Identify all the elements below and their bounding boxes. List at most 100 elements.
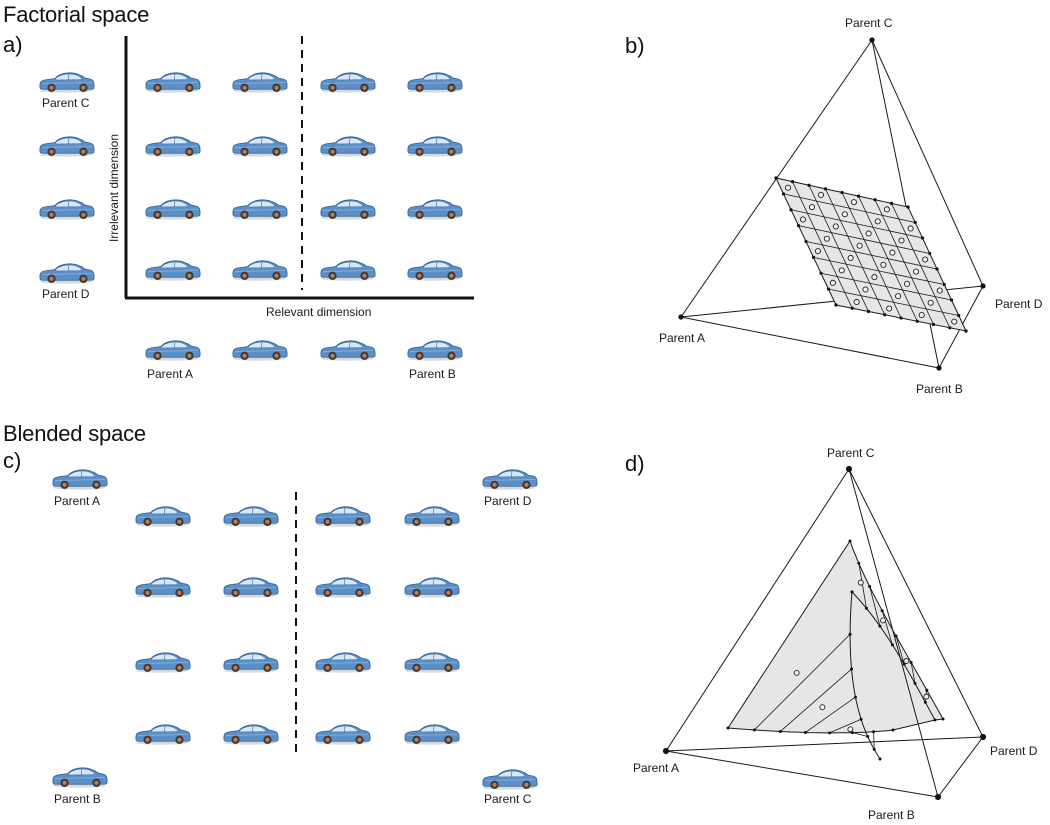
grid-node (853, 695, 857, 699)
x-axis-label: Relevant dimension (266, 305, 372, 319)
grid-node (790, 180, 795, 184)
grid-node (807, 183, 811, 187)
stimulus-point (907, 225, 914, 232)
grid-node (726, 726, 730, 730)
stimulus-point (903, 658, 910, 664)
grid-node (857, 561, 861, 565)
grid-line (891, 203, 951, 328)
parent-b-label: Parent B (54, 792, 101, 806)
grid-line (881, 610, 893, 646)
grid-node (872, 747, 876, 751)
tetra-edge (680, 316, 940, 369)
grid-node (866, 309, 871, 314)
stimulus-point (880, 261, 887, 268)
grid-node (899, 316, 903, 320)
stimulus-point (823, 235, 830, 242)
grid-node (880, 609, 884, 613)
parent-c-label: Parent C (42, 96, 90, 110)
panel-b-letter: b) (625, 33, 645, 58)
grid-line (828, 288, 959, 316)
grid-node (913, 681, 917, 685)
grid-line (780, 668, 852, 732)
grid-node (933, 718, 937, 722)
stimulus-point (880, 617, 886, 624)
grid-node (872, 730, 876, 734)
grid-node (856, 194, 861, 198)
parent-d-label: Parent D (990, 744, 1038, 758)
stimulus-point (847, 254, 854, 262)
tetra-edge (848, 468, 984, 738)
parent-c-label: Parent C (827, 446, 875, 460)
grid-node (891, 728, 895, 732)
grid-node (931, 322, 936, 327)
stimulus-point (847, 726, 854, 733)
parent-a-label: Parent A (54, 494, 101, 508)
grid-line (841, 192, 902, 319)
grid-node (848, 632, 852, 636)
grid-node (826, 287, 831, 291)
grid-node (873, 198, 877, 202)
grid-node (781, 192, 786, 196)
grid-node (866, 734, 870, 738)
grid-node (915, 319, 919, 323)
tetra-edge (937, 736, 984, 798)
grid-node (889, 201, 894, 205)
vertex-dot (936, 365, 942, 371)
tetra-edge (665, 468, 850, 752)
stimulus-point (853, 298, 860, 306)
stimulus-point (829, 279, 836, 286)
grid-node (935, 267, 939, 271)
grid-node (941, 717, 945, 721)
parent-b-label: Parent B (916, 382, 963, 396)
parent-b-label: Parent B (409, 367, 456, 381)
stimulus-point (918, 312, 925, 319)
grid-node (850, 306, 854, 310)
grid-node (823, 187, 828, 191)
parent-d-label: Parent D (995, 297, 1043, 311)
stimulus-point (819, 704, 826, 711)
vertex-dot (980, 283, 986, 289)
stimulus-point (913, 268, 920, 275)
grid-node (859, 717, 863, 721)
stimulus-point (799, 216, 807, 223)
vertex-dot (869, 37, 875, 43)
stimulus-point (814, 248, 821, 255)
surface-fold-line (849, 591, 881, 760)
panel-c-letter: c) (3, 448, 22, 473)
grid-node (848, 539, 852, 543)
stimulus-point (874, 218, 881, 225)
grid-node (752, 728, 756, 732)
grid-node (913, 220, 917, 225)
stimulus-point (841, 211, 848, 218)
grid-node (878, 757, 882, 761)
grid-line (805, 696, 856, 733)
stimulus-point (889, 249, 896, 256)
stimulus-point (927, 299, 934, 306)
stimulus-point (793, 669, 800, 676)
grid-line (852, 732, 868, 737)
stimulus-point (857, 579, 864, 586)
stimulus-point (832, 223, 839, 230)
factorial-space-heading: Factorial space (3, 2, 150, 27)
grid-node (909, 660, 913, 664)
stimulus-point (838, 267, 845, 274)
parent-c-label: Parent C (845, 16, 893, 30)
panel-a-letter: a) (3, 32, 23, 57)
grid-node (850, 667, 854, 671)
stimulus-point (936, 287, 943, 294)
grid-node (804, 239, 808, 244)
grid-line (869, 586, 881, 627)
grid-line (829, 718, 862, 734)
grid-node (948, 326, 952, 330)
parent-a-label: Parent A (147, 367, 194, 381)
grid-node (928, 251, 932, 256)
grid-line (873, 731, 875, 750)
grid-node (803, 730, 807, 734)
stimulus-point (856, 242, 863, 249)
tetra-edge (665, 750, 939, 798)
grid-line (910, 662, 916, 684)
stimulus-point (951, 318, 958, 325)
